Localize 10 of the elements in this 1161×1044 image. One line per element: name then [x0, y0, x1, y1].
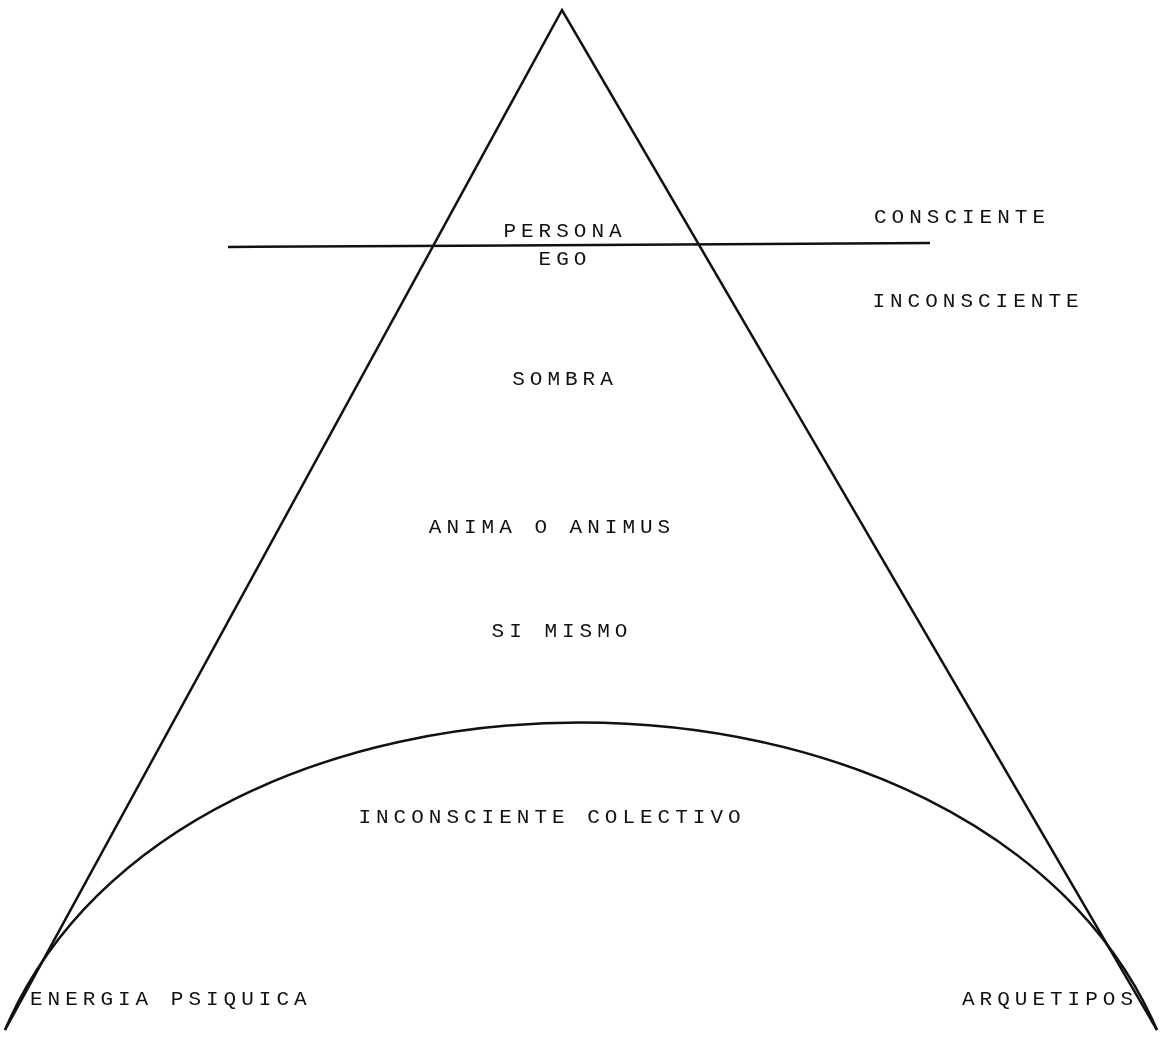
layer-label: SI MISMO [491, 620, 633, 644]
layer-label: ANIMA O ANIMUS [428, 516, 676, 540]
corner-label: ARQUETIPOS [961, 988, 1138, 1012]
layer-label: EGO [538, 248, 592, 272]
level-label: CONSCIENTE [874, 206, 1050, 230]
layer-label: SOMBRA [512, 368, 618, 392]
layer-label: PERSONA [503, 220, 627, 244]
layer-label: INCONSCIENTE COLECTIVO [358, 806, 746, 830]
level-label: INCONSCIENTE [872, 290, 1084, 314]
corner-label: ENERGIA PSIQUICA [30, 988, 312, 1012]
